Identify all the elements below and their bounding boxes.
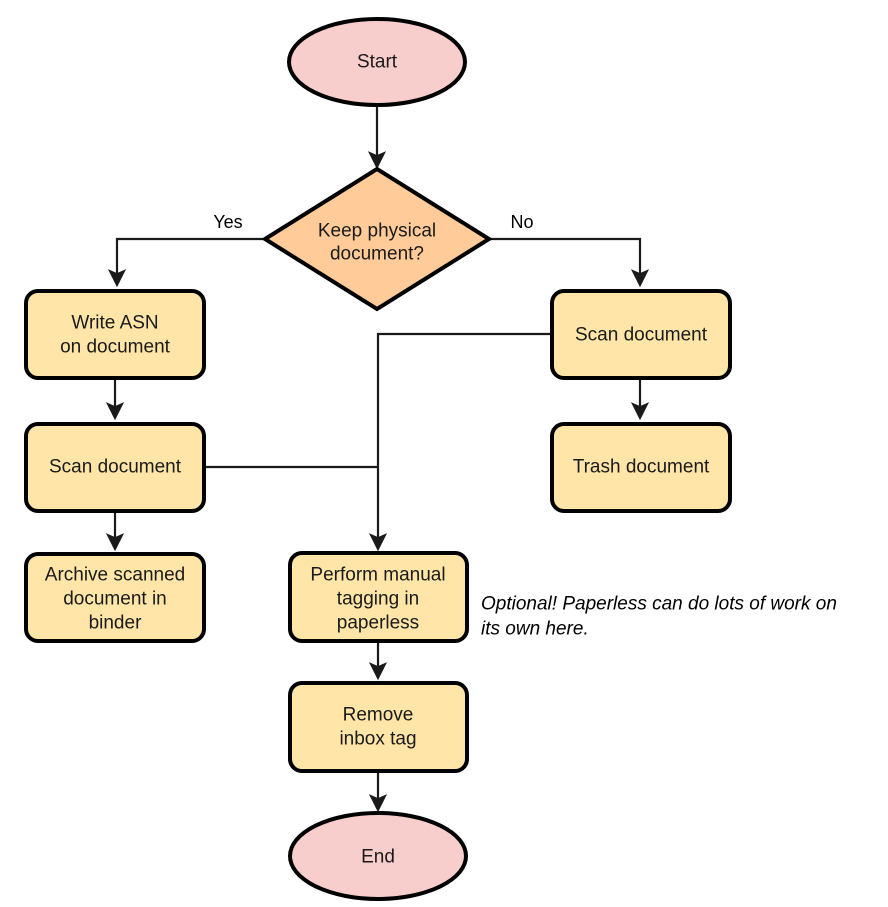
edge-label-no: No <box>510 212 533 232</box>
decision-label-line2: document? <box>330 244 424 265</box>
node-write-asn-on-document[interactable]: Write ASN on document <box>24 289 206 380</box>
node-end[interactable]: End <box>288 811 468 901</box>
end-ellipse <box>288 811 468 901</box>
node-start[interactable]: Start <box>287 17 467 107</box>
edge-decision-no-to-scan-right <box>488 237 650 288</box>
decision-diamond <box>261 166 493 312</box>
note-line1: Optional! Paperless can do lots of work … <box>481 594 837 615</box>
remove-inbox-label-line1: Remove <box>343 705 414 726</box>
write-asn-label-line2: on document <box>60 337 171 358</box>
annotation-note: Optional! Paperless can do lots of work … <box>481 594 837 640</box>
scan-document-left-label: Scan document <box>49 457 182 478</box>
remove-inbox-box <box>288 681 469 773</box>
tagging-label-line2: tagging in <box>337 589 419 610</box>
tagging-box <box>288 551 469 643</box>
start-ellipse <box>287 17 467 107</box>
tagging-label-line3: paperless <box>337 613 419 634</box>
node-remove-inbox-tag[interactable]: Remove inbox tag <box>288 681 469 773</box>
edge-decision-yes-to-write-asn <box>107 237 266 288</box>
node-perform-manual-tagging[interactable]: Perform manual tagging in paperless <box>288 551 469 643</box>
node-decision-keep-physical-document[interactable]: Keep physical document? <box>261 166 493 312</box>
start-label: Start <box>357 52 398 73</box>
write-asn-label-line1: Write ASN <box>71 313 158 334</box>
scan-document-right-label: Scan document <box>575 325 708 346</box>
archive-label-line2: document in <box>63 589 167 610</box>
write-asn-box <box>24 289 206 380</box>
edge-label-yes: Yes <box>213 212 242 232</box>
scan-document-right-box <box>550 289 732 380</box>
node-scan-document-left[interactable]: Scan document <box>24 422 206 513</box>
archive-label-line3: binder <box>89 613 142 634</box>
decision-label-line1: Keep physical <box>318 221 436 242</box>
trash-document-box <box>550 422 732 513</box>
end-label: End <box>361 847 395 868</box>
note-line2: its own here. <box>481 619 589 640</box>
node-scan-document-right[interactable]: Scan document <box>550 289 732 380</box>
node-trash-document[interactable]: Trash document <box>550 422 732 513</box>
edge-scan-right-to-tagging <box>368 332 552 552</box>
archive-box <box>24 552 206 643</box>
remove-inbox-label-line2: inbox tag <box>339 729 416 750</box>
scan-document-left-box <box>24 422 206 513</box>
tagging-label-line1: Perform manual <box>310 565 445 586</box>
trash-document-label: Trash document <box>573 457 710 478</box>
node-archive-scanned-document[interactable]: Archive scanned document in binder <box>24 552 206 643</box>
archive-label-line1: Archive scanned <box>45 565 185 586</box>
